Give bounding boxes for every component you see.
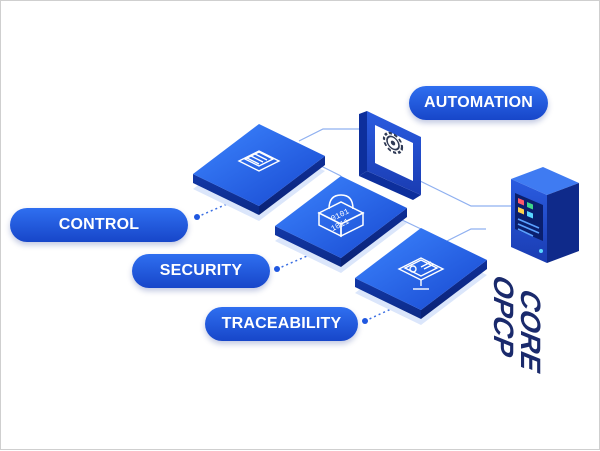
tile-control: [193, 124, 325, 221]
label-arrows: [196, 203, 392, 322]
gear-icon: [382, 131, 404, 155]
server-side: [547, 183, 579, 263]
label-control: CONTROL: [10, 208, 188, 242]
tile-security-right-face: [341, 208, 407, 267]
server-slots: [517, 218, 540, 237]
arrow-dot-security: [274, 266, 280, 272]
server-led-green: [527, 202, 533, 210]
automation-frame: [359, 111, 421, 200]
tile-security: 0101 1011: [275, 176, 407, 273]
connector-line-automation-to-server: [415, 178, 511, 207]
core-label: OPCP CORE: [487, 270, 545, 377]
tile-traceability-top: [355, 228, 487, 310]
server-top: [511, 167, 579, 195]
monitor-chart-icon: [397, 257, 445, 290]
server-power-dot: [539, 249, 543, 253]
server-led-red: [518, 198, 524, 206]
label-security: SECURITY: [132, 254, 270, 288]
label-traceability: TRACEABILITY: [205, 307, 358, 341]
label-arrow-dots: [194, 214, 368, 324]
server-led-yellow: [518, 207, 524, 215]
document-icon: [237, 150, 281, 172]
server-led-cyan: [527, 211, 533, 219]
tile-traceability: [355, 228, 487, 325]
tile-traceability-left-face: [355, 278, 421, 319]
arrow-dot-traceability: [362, 318, 368, 324]
connector-line-control-to-automation: [298, 128, 359, 142]
tile-control-left-face: [193, 174, 259, 215]
server-screen: [515, 193, 543, 241]
core-label-line2: CORE: [514, 284, 545, 377]
arrow-traceability: [364, 308, 392, 322]
tile-security-left-face: [275, 226, 341, 267]
arrow-dot-control: [194, 214, 200, 220]
tile-control-top: [193, 124, 325, 206]
server-icon: [511, 167, 579, 263]
tile-traceability-right-face: [421, 260, 487, 319]
lock-icon: [317, 194, 365, 238]
automation-frame-bottom: [359, 171, 421, 200]
core-label-line1: OPCP: [487, 270, 518, 362]
label-automation: AUTOMATION: [409, 86, 548, 120]
connector-line-traceability-to-server: [442, 228, 486, 244]
tile-security-top: [275, 176, 407, 258]
arrow-control: [196, 203, 228, 218]
tile-control-right-face: [259, 156, 325, 215]
arrow-security: [276, 255, 308, 270]
automation-frame-side: [359, 111, 367, 176]
